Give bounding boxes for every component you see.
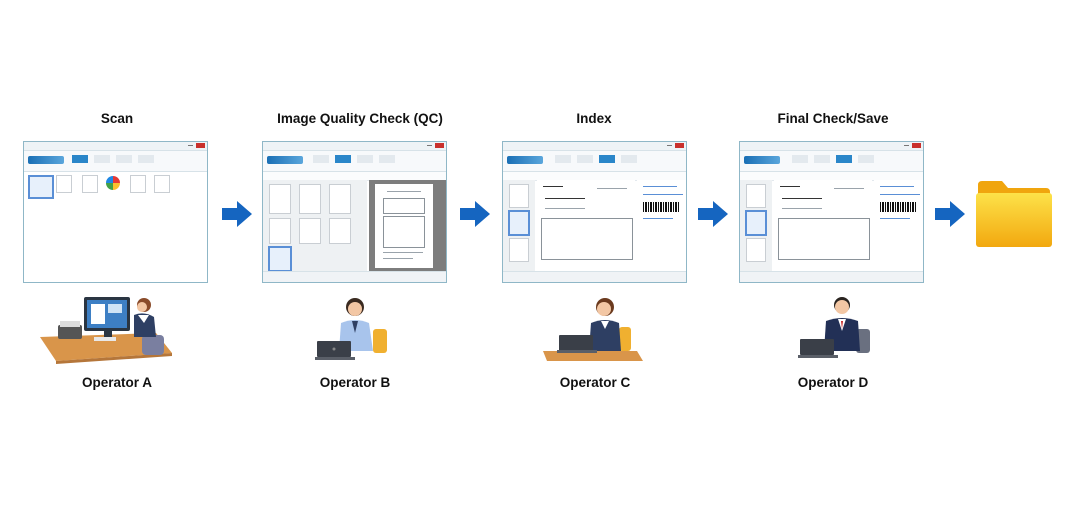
document-preview — [774, 180, 872, 272]
arrow-right-icon — [222, 201, 252, 227]
close-icon — [435, 143, 444, 148]
app-logo — [744, 156, 780, 164]
document-preview — [375, 184, 433, 268]
operator-label-d: Operator D — [797, 375, 869, 390]
barcode-icon — [880, 202, 916, 212]
stage-title-final-check: Final Check/Save — [777, 111, 889, 126]
stage-title-qc: Image Quality Check (QC) — [277, 111, 443, 126]
scan-screenshot — [23, 141, 208, 283]
page-thumbnail — [154, 175, 170, 193]
arrow-right-icon — [698, 201, 728, 227]
operator-label-c: Operator C — [559, 375, 631, 390]
index-fields-pane — [637, 180, 686, 272]
page-thumbnail — [299, 184, 321, 214]
stage-title-index: Index — [576, 111, 612, 126]
operator-b-illustration — [315, 298, 387, 360]
page-thumbnail — [82, 175, 98, 193]
qc-screenshot — [262, 141, 447, 283]
barcode-icon — [643, 202, 679, 212]
final-check-screenshot — [739, 141, 924, 283]
page-thumbnail — [28, 175, 54, 199]
arrow-right-icon — [935, 201, 965, 227]
page-thumbnail — [329, 218, 351, 244]
page-thumbnail — [746, 238, 766, 262]
page-thumbnail — [329, 184, 351, 214]
operator-c-illustration — [543, 298, 643, 361]
app-logo — [267, 156, 303, 164]
page-thumbnail — [299, 218, 321, 244]
page-thumbnail — [746, 184, 766, 208]
preview-pane — [369, 180, 446, 272]
page-thumbnail — [509, 184, 529, 208]
close-icon — [675, 143, 684, 148]
operator-a-illustration — [40, 297, 172, 364]
document-preview — [537, 180, 635, 272]
operator-label-b: Operator B — [319, 375, 391, 390]
selected-page-thumbnail — [268, 246, 292, 272]
color-page-thumbnail — [106, 176, 120, 190]
app-logo — [507, 156, 543, 164]
close-icon — [196, 143, 205, 148]
page-thumbnail — [130, 175, 146, 193]
page-thumbnail — [269, 184, 291, 214]
operator-d-illustration — [798, 297, 870, 358]
page-thumbnail — [269, 218, 291, 244]
close-icon — [912, 143, 921, 148]
index-screenshot — [502, 141, 687, 283]
selected-page-thumbnail — [508, 210, 530, 236]
index-fields-pane — [874, 180, 923, 272]
arrow-right-icon — [460, 201, 490, 227]
page-thumbnail — [509, 238, 529, 262]
page-thumbnail — [56, 175, 72, 193]
stage-title-scan: Scan — [100, 111, 134, 126]
operator-label-a: Operator A — [81, 375, 152, 390]
selected-page-thumbnail — [745, 210, 767, 236]
app-logo — [28, 156, 64, 164]
folder-icon — [976, 181, 1052, 247]
